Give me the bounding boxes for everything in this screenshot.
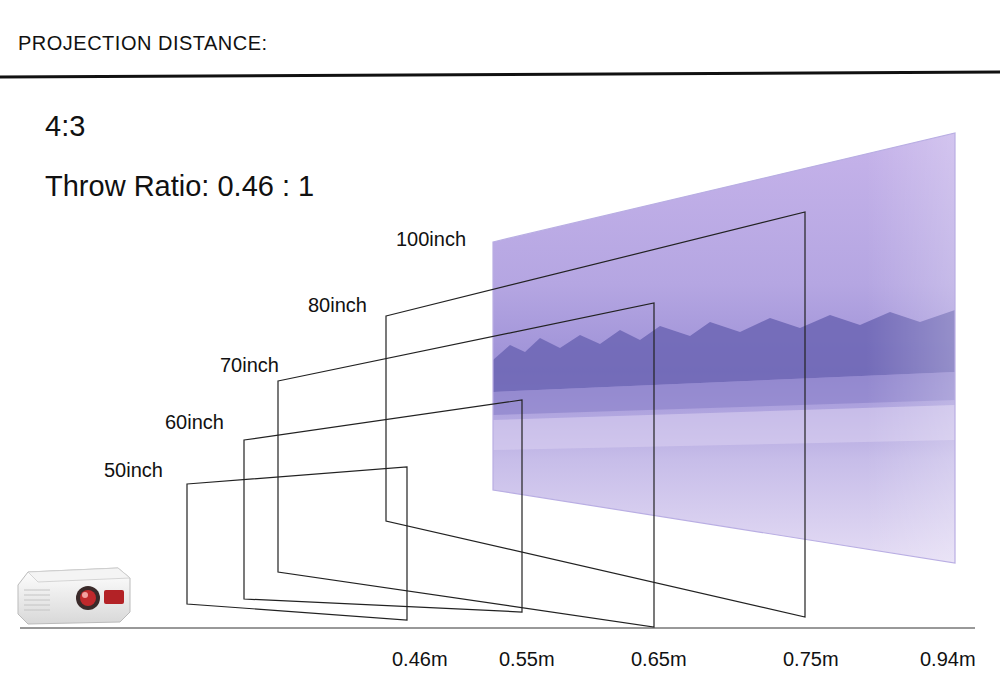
throw-ratio: Throw Ratio: 0.46 : 1: [45, 170, 314, 203]
floor-line: [20, 628, 975, 629]
frame-outline: [244, 400, 522, 612]
frame-outline: [278, 303, 654, 627]
size-label: 60inch: [165, 411, 224, 433]
aspect-ratio: 4:3: [45, 110, 85, 143]
distance-label: 0.75m: [783, 648, 839, 670]
frame-outline: [386, 212, 805, 617]
screen-size-frame: 70inch: [218, 301, 656, 629]
page-title: PROJECTION DISTANCE:: [18, 32, 268, 55]
header-rule: [0, 72, 1000, 77]
screen-size-frame: 60inch: [163, 398, 524, 614]
projector-icon: [18, 568, 130, 624]
distance-label: 0.94m: [920, 648, 976, 670]
frame-outline: [493, 133, 955, 563]
distance-label: 0.46m: [392, 648, 448, 670]
frame-outline: [394, 131, 957, 565]
screen-size-frame: 80inch: [306, 210, 807, 619]
distance-label: 0.55m: [499, 648, 555, 670]
size-label: 70inch: [220, 354, 279, 376]
size-label: 100inch: [396, 228, 466, 250]
frame-outline: [218, 301, 656, 629]
frame-outline: [187, 467, 407, 620]
projected-photo: [490, 130, 960, 570]
screen-size-frame: 100inch: [394, 131, 957, 565]
size-label: 50inch: [104, 459, 163, 481]
frame-outline: [102, 457, 409, 622]
distance-label: 0.65m: [631, 648, 687, 670]
screen-size-frame: 50inch: [102, 457, 409, 622]
frame-outline: [306, 210, 807, 619]
size-label: 80inch: [308, 294, 367, 316]
